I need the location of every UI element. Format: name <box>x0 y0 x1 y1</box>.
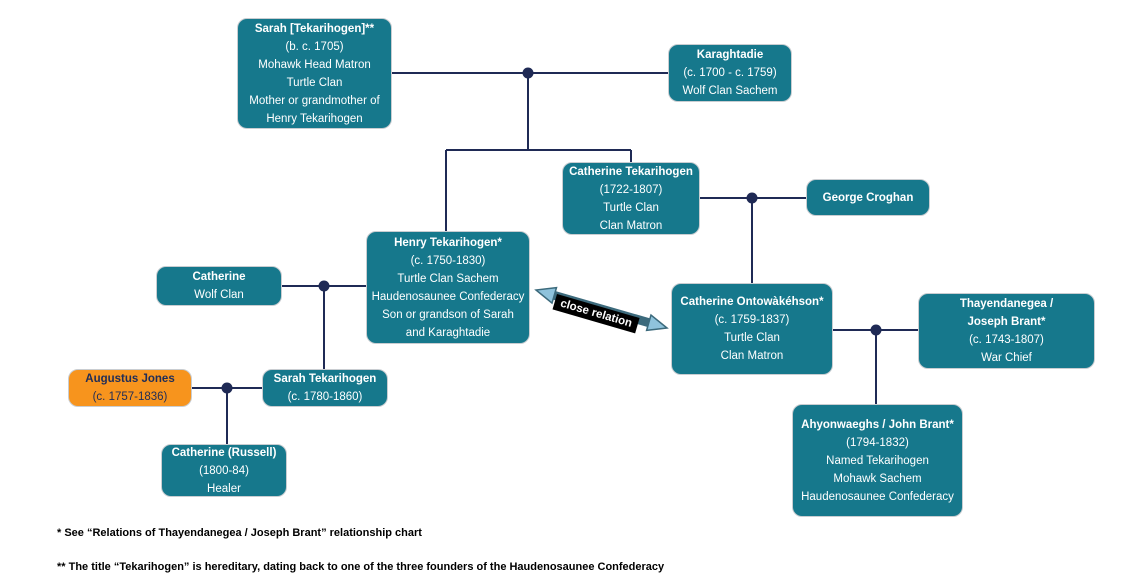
node-thayendanegea-joseph-brant: Thayendanegea / Joseph Brant* (c. 1743-1… <box>918 293 1095 369</box>
node-catherine-russell: Catherine (Russell) (1800-84) Healer <box>161 444 287 497</box>
node-title: Karaghtadie <box>696 49 764 61</box>
junction-dot <box>318 280 330 292</box>
node-george-croghan: George Croghan <box>806 179 930 216</box>
node-body: (c. 1700 - c. 1759) Wolf Clan Sachem <box>682 67 778 97</box>
node-karaghtadie: Karaghtadie (c. 1700 - c. 1759) Wolf Cla… <box>668 44 792 102</box>
node-title: Catherine Tekarihogen <box>569 165 693 178</box>
arrowhead-icon <box>534 286 558 305</box>
node-catherine-tekarihogen: Catherine Tekarihogen (1722-1807) Turtle… <box>562 162 700 235</box>
node-henry-tekarihogen: Henry Tekarihogen* (c. 1750-1830) Turtle… <box>366 231 530 344</box>
node-sarah-tekarihogen-sr: Sarah [Tekarihogen]** (b. c. 1705) Mohaw… <box>237 18 392 129</box>
junction-dot <box>870 324 882 336</box>
footnote-2: ** The title “Tekarihogen” is hereditary… <box>57 561 665 573</box>
node-body: (c. 1780-1860) <box>287 391 363 403</box>
node-title: George Croghan <box>822 191 914 204</box>
node-title: Sarah [Tekarihogen]** <box>254 22 375 35</box>
node-body: (c. 1750-1830) Turtle Clan Sachem Hauden… <box>371 254 525 339</box>
junction-dot <box>522 67 534 79</box>
junction-dot <box>221 382 233 394</box>
node-title: Ahyonwaeghs / John Brant* <box>801 418 954 431</box>
node-catherine-wolf-clan: Catherine Wolf Clan <box>156 266 282 306</box>
node-body: (c. 1757-1836) <box>92 391 168 403</box>
node-title: Thayendanegea / Joseph Brant* <box>959 298 1054 328</box>
node-ahyonwaeghs-john-brant: Ahyonwaeghs / John Brant* (1794-1832) Na… <box>792 404 963 517</box>
node-sarah-tekarihogen-jr: Sarah Tekarihogen (c. 1780-1860) <box>262 369 388 407</box>
node-body: Wolf Clan <box>194 289 244 301</box>
node-title: Catherine (Russell) <box>171 446 277 459</box>
node-body: (b. c. 1705) Mohawk Head Matron Turtle C… <box>249 40 380 125</box>
footnote-1: * See “Relations of Thayendanegea / Jose… <box>57 527 422 539</box>
node-body: (c. 1759-1837) Turtle Clan Clan Matron <box>714 314 790 362</box>
node-body: (c. 1743-1807) War Chief <box>969 334 1044 364</box>
node-title: Catherine Ontowàkéhson* <box>680 296 824 308</box>
node-body: (1800-84) Healer <box>199 464 249 495</box>
junction-dot <box>746 192 758 204</box>
node-catherine-ontowakehson: Catherine Ontowàkéhson* (c. 1759-1837) T… <box>671 283 833 375</box>
node-body: (1722-1807) Turtle Clan Clan Matron <box>599 183 663 232</box>
node-title: Sarah Tekarihogen <box>273 373 377 385</box>
node-augustus-jones: Augustus Jones (c. 1757-1836) <box>68 369 192 407</box>
node-title: Henry Tekarihogen* <box>394 236 502 249</box>
node-title: Catherine <box>192 271 246 283</box>
node-body: (1794-1832) Named Tekarihogen Mohawk Sac… <box>801 436 954 503</box>
arrowhead-icon <box>645 313 669 332</box>
node-title: Augustus Jones <box>85 373 175 385</box>
